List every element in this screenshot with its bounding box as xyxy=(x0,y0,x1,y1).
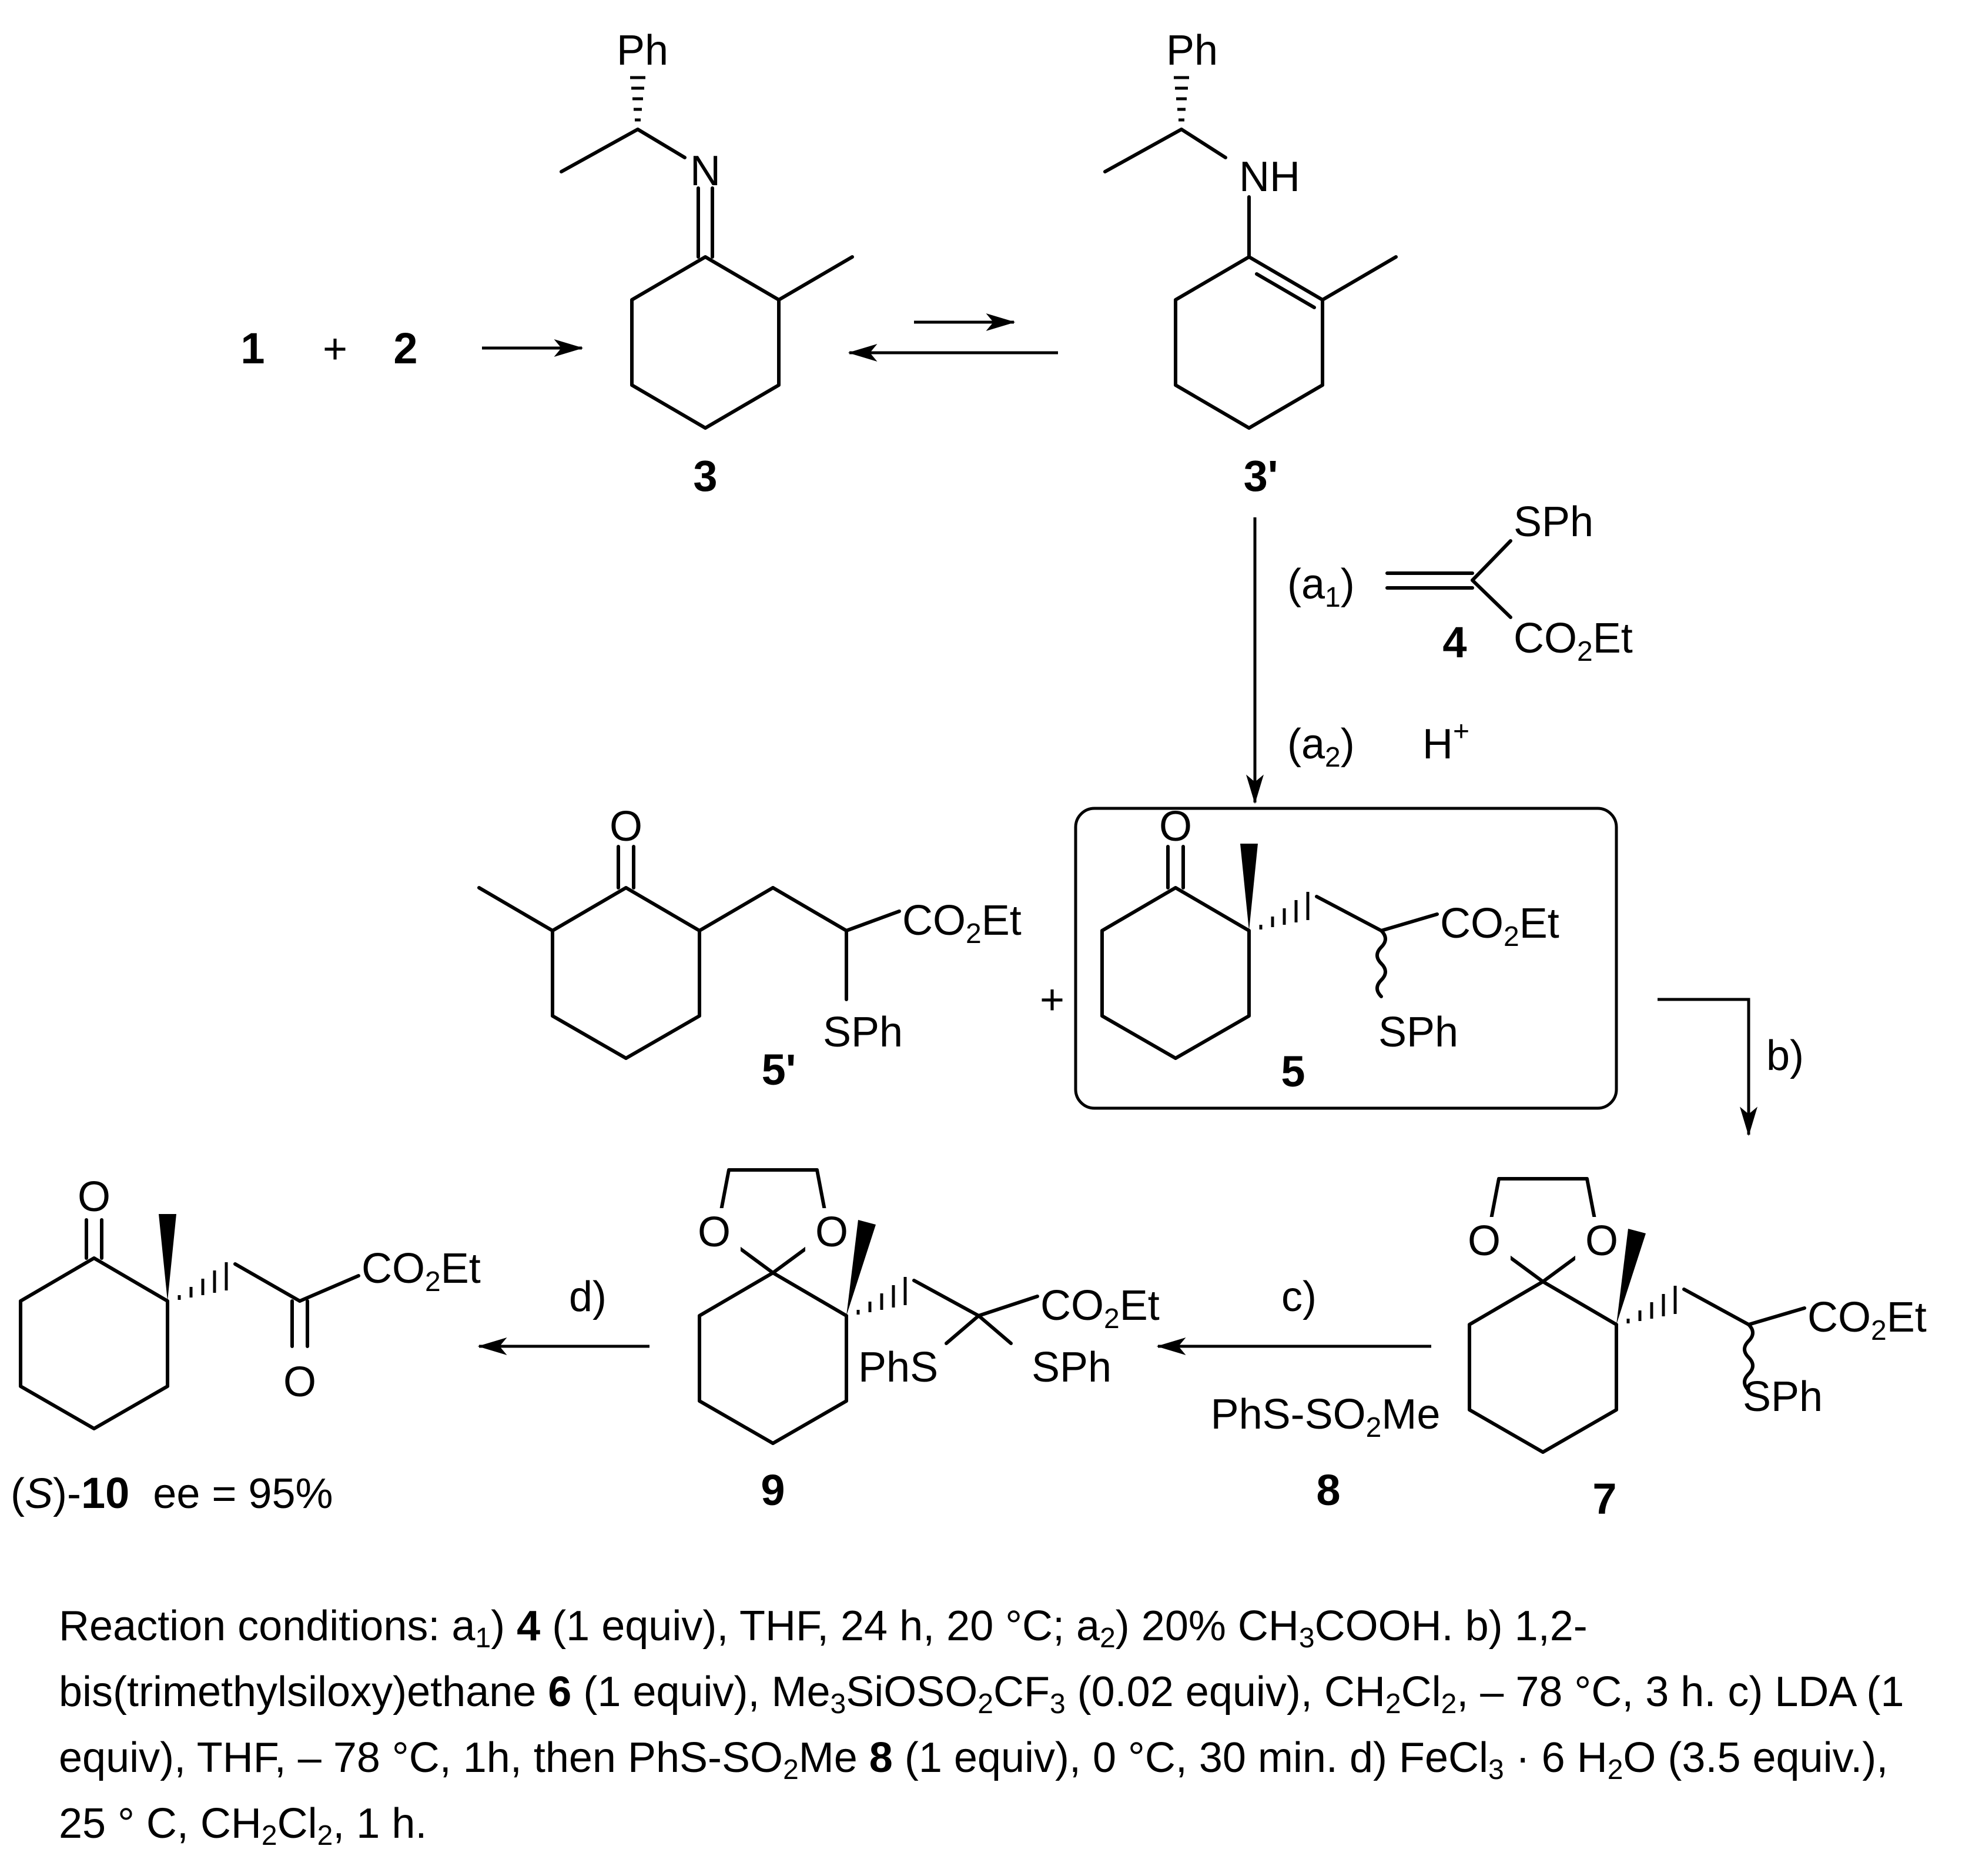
compound-3-label: 3 xyxy=(693,452,717,500)
compound-5-highlight-box xyxy=(1074,807,1618,1110)
compound-4-label: 4 xyxy=(1442,618,1467,667)
step-a1-label: (a1) xyxy=(1287,561,1355,613)
compound-2-label: 2 xyxy=(393,324,417,373)
dioxolane-o-label: O xyxy=(1468,1218,1501,1265)
step-a2-label: (a2) xyxy=(1287,721,1355,773)
enamine-nh-label: NH xyxy=(1239,153,1300,200)
co2et-label: CO2Et xyxy=(902,897,1022,949)
step-c-label: c) xyxy=(1281,1273,1317,1320)
compound-3-structure: Ph N xyxy=(560,27,854,430)
phs-label: PhS xyxy=(858,1344,938,1391)
ketone-o-label: O xyxy=(610,803,642,850)
sph-label: SPh xyxy=(823,1009,903,1056)
reagent-8-formula: PhS-SO2Me xyxy=(1211,1391,1441,1443)
co2et-label: CO2Et xyxy=(361,1245,481,1298)
plus-sign: + xyxy=(1040,977,1064,1024)
sph-label: SPh xyxy=(1514,499,1593,546)
co2et-label: CO2Et xyxy=(1807,1294,1927,1346)
co2et-label: CO2Et xyxy=(1440,900,1559,952)
dioxolane-o-label: O xyxy=(815,1209,848,1256)
ketone-o-label: O xyxy=(283,1359,316,1406)
acid-label: H+ xyxy=(1422,716,1469,768)
plus-sign: + xyxy=(323,326,347,373)
dioxolane-o-label: O xyxy=(1585,1218,1618,1265)
co2et-label: CO2Et xyxy=(1514,615,1633,667)
step-d-label: d) xyxy=(569,1273,607,1320)
compound-5-prime-structure: O CO2Et SPh xyxy=(477,803,1022,1060)
reaction-arrow-b xyxy=(1658,998,1757,1136)
reaction-scheme: 1 + 2 Ph N 3 xyxy=(11,27,1927,1523)
compound-9-label: 9 xyxy=(761,1466,785,1514)
sph-label: SPh xyxy=(1743,1373,1823,1420)
compound-4-structure: SPh CO2Et xyxy=(1385,499,1633,667)
compound-7-label: 7 xyxy=(1592,1474,1616,1523)
compound-5-prime-label: 5' xyxy=(762,1045,796,1094)
compound-10-structure: O O CO2Et xyxy=(19,1173,481,1430)
compound-3-prime-structure: Ph NH xyxy=(1103,27,1398,430)
sph-label: SPh xyxy=(1378,1009,1458,1056)
reaction-conditions-text: Reaction conditions: a1) 4 (1 equiv), TH… xyxy=(59,1603,1904,1851)
phenyl-label: Ph xyxy=(617,27,668,74)
imine-n-label: N xyxy=(690,148,721,195)
co2et-label: CO2Et xyxy=(1040,1282,1160,1335)
phenyl-label: Ph xyxy=(1166,27,1218,74)
compound-8-label: 8 xyxy=(1316,1466,1340,1514)
dioxolane-o-label: O xyxy=(698,1209,731,1256)
compound-7-structure: O O CO2Et SPh xyxy=(1458,1177,1927,1454)
compound-9-structure: O O CO2Et PhS SPh xyxy=(688,1168,1160,1445)
ketone-o-label: O xyxy=(1159,803,1192,850)
sph-label: SPh xyxy=(1032,1344,1111,1391)
compound-3-prime-label: 3' xyxy=(1244,452,1278,500)
ketone-o-label: O xyxy=(78,1173,111,1220)
reactants-1-2: 1 + 2 xyxy=(240,324,417,373)
compound-5-label: 5 xyxy=(1281,1047,1305,1096)
compound-5-structure: O CO2Et SPh xyxy=(1100,803,1559,1060)
step-b-label: b) xyxy=(1766,1032,1804,1079)
compound-1-label: 1 xyxy=(240,324,265,373)
